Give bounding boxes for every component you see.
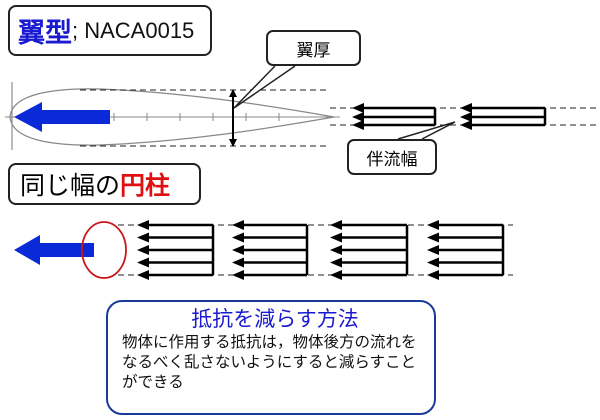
airfoil-model: ; NACA0015 xyxy=(72,17,195,43)
wake-arrow-group xyxy=(427,220,505,280)
wake-arrow-group xyxy=(352,103,437,130)
drag-arrow-airfoil xyxy=(14,102,110,132)
cylinder-title-highlight: 円柱 xyxy=(120,171,171,200)
airfoil-label: 翼型 xyxy=(18,18,72,49)
callout-thickness: 翼厚 xyxy=(266,30,361,66)
wake-arrow-group xyxy=(460,103,547,130)
thickness-arrow xyxy=(229,89,237,147)
callout-wake-width: 伴流幅 xyxy=(347,139,437,175)
info-body: 物体に作用する抵抗は，物体後方の流れをなるべく乱さないようにすると減らすことがで… xyxy=(122,333,417,391)
info-heading: 抵抗を減らす方法 xyxy=(191,307,359,331)
info-box: 抵抗を減らす方法 物体に作用する抵抗は，物体後方の流れをなるべく乱さないようにす… xyxy=(106,300,436,415)
wake-arrow-group xyxy=(232,220,309,280)
airfoil-diagram xyxy=(5,65,600,150)
drag-arrow-cylinder xyxy=(14,235,94,265)
wake-arrow-group xyxy=(330,220,409,280)
cylinder xyxy=(81,221,127,279)
callout-pointer-thickness xyxy=(233,65,296,109)
cylinder-title-prefix: 同じ幅の xyxy=(20,171,121,200)
cylinder-title: 同じ幅の円柱 xyxy=(8,163,201,205)
callout-pointer-wake xyxy=(397,121,456,140)
cylinder-diagram xyxy=(14,220,513,280)
airfoil-title: 翼型; NACA0015 xyxy=(8,5,212,56)
wake-arrow-group xyxy=(137,220,215,280)
